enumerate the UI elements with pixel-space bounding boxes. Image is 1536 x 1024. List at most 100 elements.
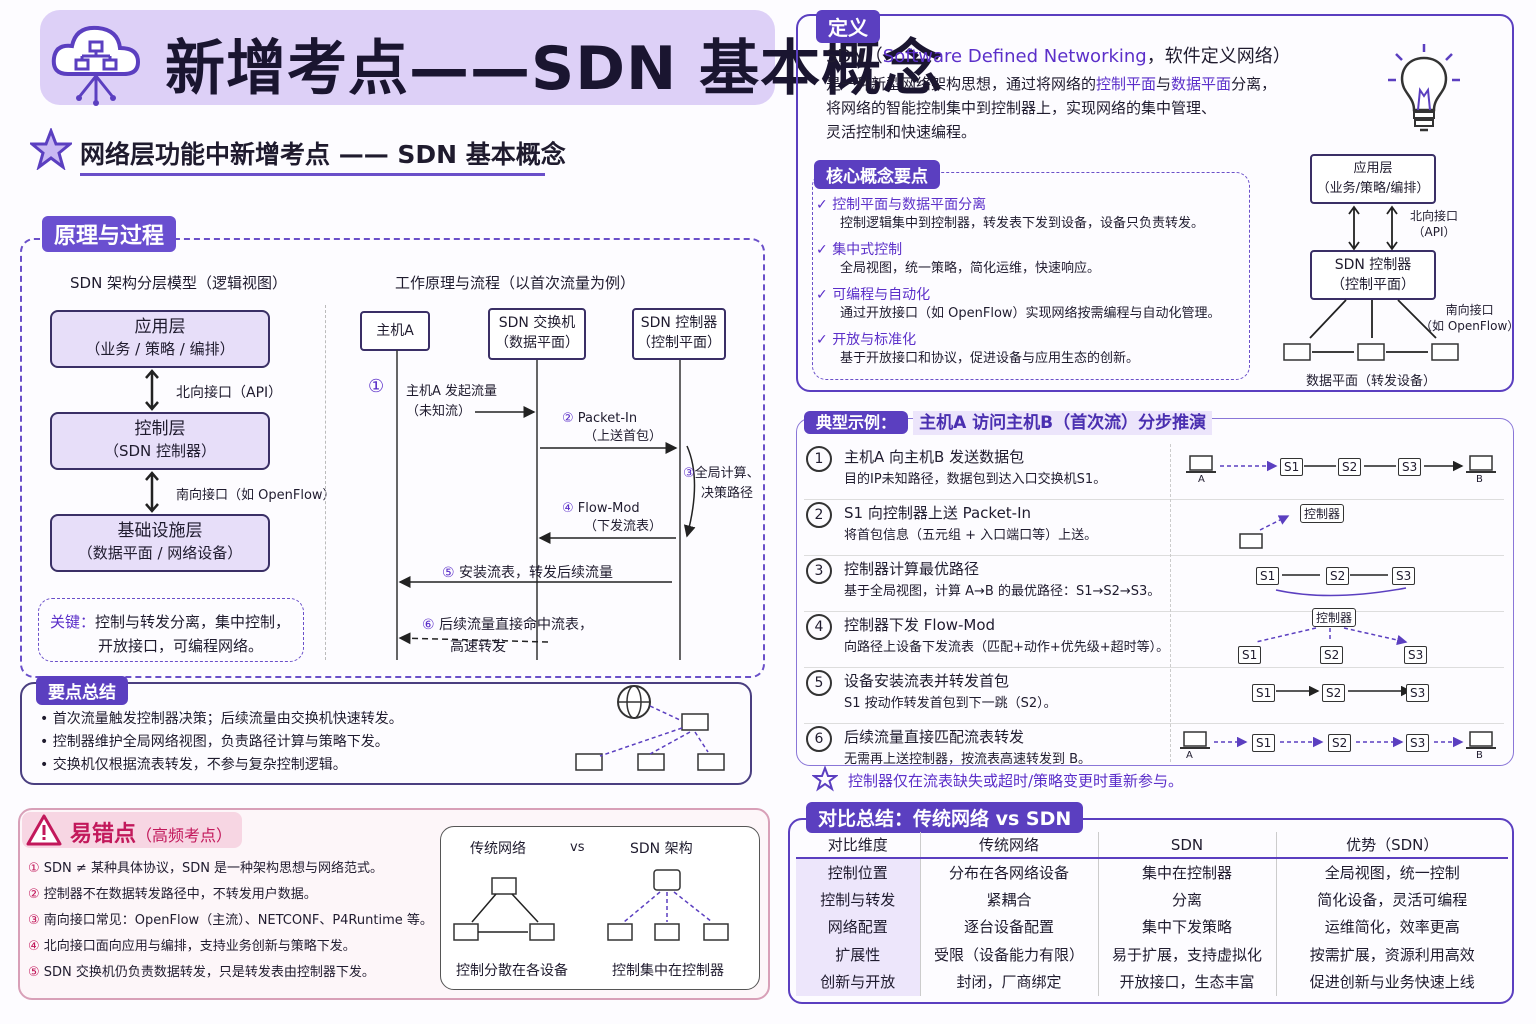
ex-r4-s1: S1 (1238, 646, 1262, 664)
step-num-circle: 1 (806, 446, 832, 472)
key-text-1: 控制与转发分离，集中控制， (95, 613, 291, 631)
ex-r2-ctrl: 控制器 (1300, 504, 1345, 523)
page-title: 新增考点——SDN 基本概念 (165, 34, 944, 104)
definition-line2: 将网络的智能控制集中到控制器上，实现网络的集中管理、 (826, 99, 1217, 117)
step-title: S1 向控制器上送 Packet-In (844, 504, 1032, 522)
ex-r3-s2: S2 (1326, 567, 1350, 585)
compare-header-cell: 对比维度 (827, 836, 888, 854)
ex-r5-s3: S3 (1406, 684, 1430, 702)
example-tag-wrap: 典型示例： 主机A 访问主机B（首次流）分步推演 (804, 408, 1213, 435)
core-tag: 核心概念要点 (814, 160, 940, 189)
arch-south-2: （如 OpenFlow） (1420, 319, 1520, 333)
summary-item-text: 控制器维护全局网络视图，负责路径计算与策略下发。 (52, 734, 389, 750)
compare-cell: 集中在控制器 (1097, 858, 1276, 886)
compare-cell: 按需扩展，资源利用高效 (1275, 940, 1508, 968)
step-title: 主机A 向主机B 发送数据包 (844, 448, 1025, 466)
error-num: ③ (28, 913, 40, 928)
ex-r3-s3: S3 (1392, 567, 1416, 585)
core-item-desc: 基于开放接口和协议，促进设备与应用生态的创新。 (840, 351, 1140, 366)
check-icon: ✓ (816, 242, 828, 258)
step-title: 控制器计算最优路径 (844, 560, 980, 578)
key-box (38, 598, 304, 662)
core-panel (812, 172, 1250, 380)
arch-north: 北向接口 （API） (1410, 208, 1458, 240)
example-title: 主机A 访问主机B（首次流）分步推演 (913, 411, 1213, 435)
layer-app-sub: （业务 / 策略 / 编排） (85, 340, 235, 358)
layer-infra-sub: （数据平面 / 网络设备） (77, 544, 243, 562)
summary-panel (20, 682, 752, 785)
layer-arrows (145, 369, 159, 513)
step5-label: 安装流表，转发后续流量 (459, 565, 614, 581)
error-text: 北向接口面向应用与编排，支持业务创新与策略下发。 (43, 939, 356, 954)
ex-r1-s1: S1 (1280, 458, 1304, 476)
def-post: ，软件定义网络） (1146, 46, 1291, 67)
arch-south: 南向接口 （如 OpenFlow） (1420, 302, 1519, 334)
core-item-desc: 通过开放接口（如 OpenFlow）实现网络按需编程与自动化管理。 (840, 306, 1221, 321)
switch-header: SDN 交换机 （数据平面） (488, 308, 586, 360)
compare-table: 对比维度 传统网络 SDN 优势（SDN） 控制位置分布在各网络设备集中在控制器… (796, 832, 1508, 996)
principle-tag: 原理与过程 (42, 216, 177, 252)
errors-list: ① SDN ≠ 某种具体协议，SDN 是一种架构思想与网络范式。 ② 控制器不在… (28, 856, 433, 986)
step-title: 设备安装流表并转发首包 (844, 672, 1010, 690)
example-tag: 典型示例： (804, 411, 909, 434)
compare-mini-panel (440, 826, 760, 990)
step4-text: ④ Flow-Mod （下发流表） (562, 500, 662, 536)
layer-control-name: 控制层 (134, 419, 186, 439)
compare-cell: 分布在各网络设备 (919, 858, 1098, 886)
summary-list: • 首次流量触发控制器决策；后续流量由交换机快速转发。 • 控制器维护全局网络视… (40, 708, 403, 777)
ex-r6-b: B (1476, 750, 1483, 761)
controller-header-1: SDN 控制器 (640, 315, 718, 331)
step3-a: 全局计算、 (694, 466, 760, 481)
compare-row: 网络配置逐台设备配置集中下发策略运维简化，效率更高 (796, 913, 1508, 941)
compare-cell: 简化设备，灵活可编程 (1275, 885, 1508, 913)
compare-tag: 对比总结：传统网络 vs SDN (806, 802, 1084, 833)
compare-cell: 受限（设备能力有限） (919, 940, 1098, 968)
step-num-circle: 3 (806, 558, 832, 584)
core-item: ✓ 集中式控制 全局视图，统一策略，简化运维，快速响应。 (816, 239, 1221, 284)
ex-r1-b: B (1476, 474, 1483, 485)
step2-a: Packet-In (577, 411, 638, 426)
step4-a: Flow-Mod (577, 501, 640, 516)
cmp-diagrams (453, 869, 729, 941)
key-label: 关键： (50, 613, 96, 631)
core-item: ✓ 开放与标准化 基于开放接口和协议，促进设备与应用生态的创新。 (816, 329, 1221, 374)
ex-r1-s2: S2 (1338, 458, 1362, 476)
summary-item-text: 首次流量触发控制器决策；后续流量由交换机快速转发。 (52, 711, 403, 727)
arch-ctrl-2: （控制平面） (1331, 277, 1415, 293)
arch-ctrl-box: SDN 控制器 （控制平面） (1310, 250, 1436, 300)
key-text: 关键：控制与转发分离，集中控制， 开放接口，可编程网络。 (50, 610, 290, 658)
summary-tag: 要点总结 (36, 676, 128, 705)
compare-cell: 分离 (1097, 885, 1276, 913)
south-if-label: 南向接口（如 OpenFlow） (176, 488, 336, 503)
host-a-header: 主机A (360, 311, 430, 351)
ex-r5-s2: S2 (1322, 684, 1346, 702)
compare-cell: 运维简化，效率更高 (1275, 913, 1508, 941)
arch-diagram (1283, 205, 1459, 361)
compare-cell: 易于扩展，支持虚拟化 (1097, 940, 1276, 968)
compare-cell: 促进创新与业务快速上线 (1275, 968, 1508, 996)
compare-cell: 开放接口，生态丰富 (1097, 968, 1276, 996)
ex-r4-ctrl: 控制器 (1312, 608, 1357, 627)
step1-text: 主机A 发起流量 （未知流） (406, 382, 497, 422)
definition-panel (796, 14, 1514, 392)
step3-b: 决策路径 (701, 486, 754, 501)
ex-r1-s3: S3 (1398, 458, 1422, 476)
errors-title-main: 易错点 (70, 822, 137, 847)
core-item-title: 集中式控制 (832, 242, 903, 258)
error-item: ③ 南向接口常见：OpenFlow（主流）、NETCONF、P4Runtime … (28, 908, 433, 934)
step-row: 1 主机A 向主机B 发送数据包 目的IP未知路径，数据包到达入口交换机S1。 (804, 444, 1504, 500)
step-desc: 基于全局视图，计算 A→B 的最优路径：S1→S2→S3。 (844, 584, 1161, 599)
core-list: ✓ 控制平面与数据平面分离 控制逻辑集中到控制器，转发表下发到设备，设备只负责转… (816, 194, 1221, 374)
layer-control-sub: （SDN 控制器） (103, 442, 217, 460)
compare-header-cell: 传统网络 (919, 832, 1098, 858)
summary-item: • 交换机仅根据流表转发，不参与复杂控制逻辑。 (40, 757, 347, 773)
ex-r3-s1: S1 (1256, 567, 1280, 585)
title-banner (40, 10, 775, 105)
step2-num: ② (562, 411, 574, 426)
error-num: ② (28, 887, 40, 902)
example-note: 控制器仅在流表缺失或超时/策略变更时重新参与。 (848, 772, 1184, 790)
core-item-title: 控制平面与数据平面分离 (832, 197, 987, 213)
core-item-desc: 全局视图，统一策略，简化运维，快速响应。 (840, 261, 1101, 276)
switch-header-2: （数据平面） (495, 335, 579, 351)
controller-header: SDN 控制器 （控制平面） (632, 308, 726, 360)
